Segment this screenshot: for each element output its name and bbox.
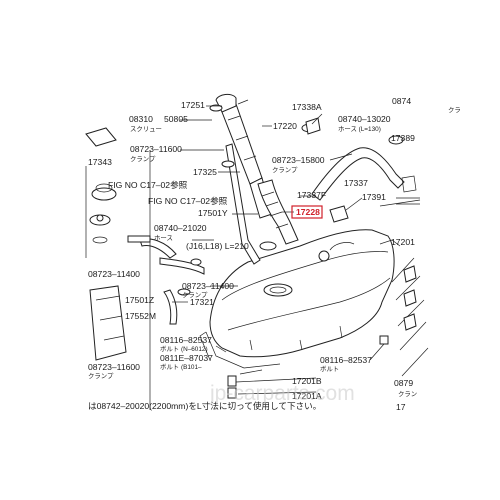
label-bolt-3: ボルト: [320, 365, 339, 373]
label-08723-15800[interactable]: 08723–15800: [272, 155, 325, 165]
label-clamp-3: クランプ: [182, 291, 208, 299]
label-clamp-4: クランプ: [88, 372, 114, 380]
label-17220[interactable]: 17220: [273, 121, 297, 131]
label-clamp-2: クランプ: [272, 166, 298, 174]
book-icon: [85, 127, 117, 147]
lower-left-hoses: [139, 238, 205, 325]
highlight-box-17228: [291, 205, 323, 219]
left-small-parts: [85, 127, 151, 361]
label-fig-ref-2[interactable]: FIG NO C17–02参照: [148, 195, 228, 206]
label-17552m[interactable]: 17552M: [125, 311, 156, 321]
label-17391[interactable]: 17391: [362, 192, 386, 202]
label-j16-l210: (J16,L18) L=210: [186, 241, 249, 251]
label-08740-13020[interactable]: 08740–13020: [338, 114, 391, 124]
label-08723-11600[interactable]: 08723–11600: [130, 144, 182, 154]
label-clamp-edge: クラン: [398, 390, 417, 398]
label-08723-11400a[interactable]: 08723–11400: [88, 269, 140, 279]
label-50805[interactable]: 50805: [164, 114, 188, 124]
label-17338a[interactable]: 17338A: [292, 102, 322, 112]
right-edge-parts: [391, 257, 429, 377]
label-fig-ref-1[interactable]: FIG NO C17–02参照: [108, 179, 188, 190]
label-08723-11600b[interactable]: 08723–11600: [88, 362, 140, 372]
label-17201a[interactable]: 17201A: [292, 391, 322, 401]
footer-note: は08742–20020(2200mm)をL寸法に切って使用して下さい。: [88, 400, 321, 411]
label-17337[interactable]: 17337: [344, 178, 368, 188]
label-hose: ホース: [154, 234, 173, 242]
label-08723-11400b[interactable]: 08723–11400: [182, 281, 234, 291]
label-17251[interactable]: 17251: [181, 100, 205, 110]
label-17325[interactable]: 17325: [193, 167, 217, 177]
label-08116-82537a[interactable]: 08116–82537: [160, 335, 212, 345]
label-clamp-1: クランプ: [130, 155, 156, 163]
label-17321[interactable]: 17321: [190, 297, 214, 307]
label-17389[interactable]: 17389: [391, 133, 415, 143]
label-08310[interactable]: 08310: [129, 114, 153, 124]
label-17337f[interactable]: 17337F: [297, 190, 326, 200]
part-labels: 17251 08310 50805 スクリュー 17220 17338A 087…: [88, 96, 461, 412]
label-17343[interactable]: 17343: [88, 157, 112, 167]
label-clamp-edge-top: クラ: [448, 106, 461, 114]
label-17501y[interactable]: 17501Y: [198, 208, 228, 218]
label-0811e-87037[interactable]: 0811E–87037: [160, 353, 213, 363]
label-17-edge[interactable]: 17: [396, 402, 406, 412]
label-17201-edge[interactable]: 17201: [391, 237, 415, 247]
filler-hose: [257, 179, 299, 245]
leader-lines: [85, 99, 421, 410]
label-bolt-n6012: ボルト (N–6012): [160, 345, 208, 353]
bolts: [227, 117, 389, 399]
label-screw: スクリュー: [130, 125, 162, 133]
label-17501z[interactable]: 17501Z: [125, 295, 154, 305]
label-08116-82537b[interactable]: 08116–82537: [320, 355, 372, 365]
breather-hose: [311, 147, 417, 201]
label-0874-edge[interactable]: 0874: [392, 96, 411, 106]
label-17201b[interactable]: 17201B: [292, 376, 322, 386]
vent-hose: [225, 143, 261, 265]
watermark: jp-carparts.com: [209, 382, 355, 405]
label-0879-edge[interactable]: 0879: [394, 378, 413, 388]
filler-pipe: [215, 93, 273, 219]
label-17228-highlight[interactable]: 17228: [296, 207, 320, 217]
label-hose-l130: ホース (L=130): [338, 125, 381, 133]
label-bolt-2: ボルト (B101–: [160, 363, 202, 371]
label-08740-21020[interactable]: 08740–21020: [154, 223, 207, 233]
